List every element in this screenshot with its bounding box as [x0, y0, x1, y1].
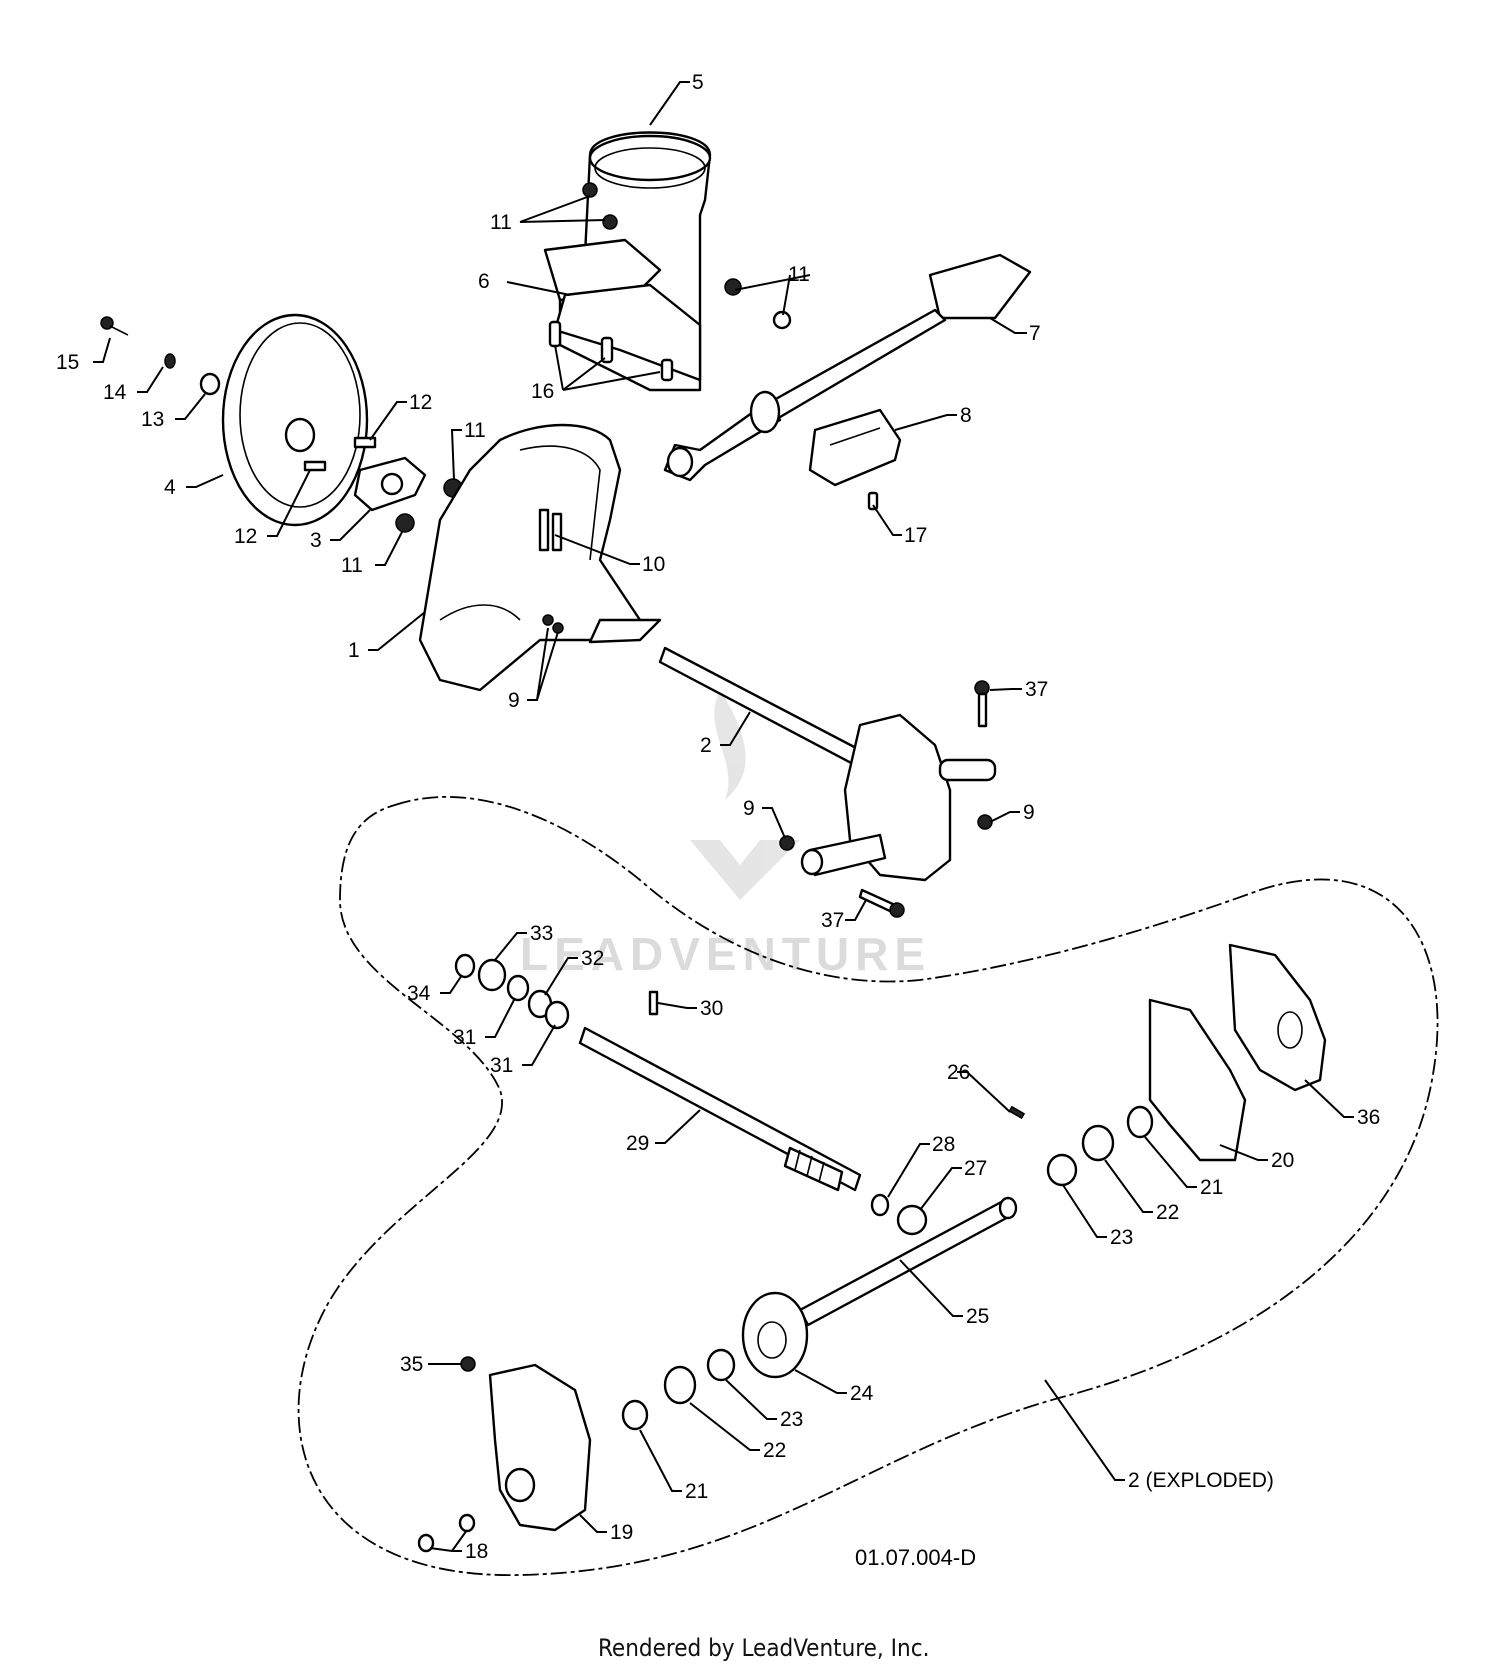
washer-part-31 — [506, 974, 530, 1002]
callout-9-housing: 9 — [508, 689, 520, 712]
chute-collar-part-5 — [543, 131, 712, 392]
diagram-id: 01.07.004-D — [855, 1545, 976, 1570]
callout-1: 1 — [348, 639, 360, 662]
callout-34: 34 — [407, 982, 431, 1005]
gearbox-shaft-part-2 — [658, 646, 997, 882]
housing-half-part-19 — [488, 1363, 592, 1532]
ring-part-34 — [454, 953, 476, 979]
gasket-part-20 — [1148, 998, 1247, 1162]
callout-14: 14 — [103, 381, 127, 404]
callout-23-right: 23 — [1110, 1226, 1133, 1249]
callout-31-b: 31 — [490, 1054, 513, 1077]
pulley-part-4 — [221, 313, 369, 527]
callout-10: 10 — [642, 553, 665, 576]
callout-11-right: 11 — [788, 263, 810, 286]
worm-gear-part-24 — [741, 1291, 809, 1379]
callout-33: 33 — [530, 922, 553, 945]
impeller-housing-part-1 — [418, 423, 662, 692]
callout-21-right: 21 — [1200, 1176, 1223, 1199]
callout-27: 27 — [964, 1157, 987, 1180]
callout-35: 35 — [400, 1353, 423, 1376]
callout-18: 18 — [465, 1540, 488, 1563]
fitting-part-35 — [460, 1356, 476, 1372]
callout-20: 20 — [1271, 1149, 1294, 1172]
callout-6: 6 — [478, 270, 490, 293]
bushing-part-33 — [477, 958, 507, 992]
callout-22-right: 22 — [1156, 1201, 1179, 1224]
nut-part-9 — [779, 835, 795, 851]
key-part-26 — [1008, 1105, 1026, 1120]
callout-29: 29 — [626, 1132, 649, 1155]
exploded-view-boundary — [297, 796, 1439, 1576]
seal-part-21 — [621, 1399, 649, 1431]
footer-credit: Rendered by LeadVenture, Inc. — [598, 1634, 929, 1662]
nut-part-11c — [395, 513, 415, 533]
callout-2: 2 — [700, 734, 712, 757]
callout-15: 15 — [56, 351, 79, 374]
callout-37-top: 37 — [1025, 678, 1048, 701]
pin-part-12 — [353, 436, 377, 449]
bushing-part-22 — [663, 1365, 697, 1405]
callout-32: 32 — [581, 947, 604, 970]
screw-part-18b — [458, 1513, 476, 1533]
callout-7: 7 — [1029, 322, 1041, 345]
callout-26: 26 — [947, 1061, 970, 1084]
callout-21-left: 21 — [685, 1480, 708, 1503]
callout-36: 36 — [1357, 1106, 1380, 1129]
bushing-part-22b — [1081, 1124, 1115, 1162]
callout-24: 24 — [850, 1382, 874, 1405]
callout-11-housing: 11 — [464, 419, 486, 442]
nut-part-14 — [164, 353, 176, 369]
washer-part-23b — [1046, 1153, 1078, 1187]
nut-part-11b — [772, 310, 792, 330]
bearing-flange-part-3 — [353, 456, 427, 512]
nut-part-9b — [977, 814, 993, 830]
callout-19: 19 — [610, 1521, 633, 1544]
chute-crank-part-7 — [663, 253, 1032, 482]
callout-2-exploded: 2 (EXPLODED) — [1128, 1469, 1274, 1492]
callout-13: 13 — [141, 408, 164, 431]
nut-part-11 — [724, 278, 742, 296]
callout-8: 8 — [960, 404, 972, 427]
callout-9-right: 9 — [1023, 801, 1035, 824]
bushing-part-27 — [896, 1204, 928, 1236]
callout-12-top: 12 — [409, 391, 432, 414]
callout-30: 30 — [700, 997, 723, 1020]
bolt-part-37b — [858, 888, 905, 918]
callout-4: 4 — [164, 476, 176, 499]
callout-5: 5 — [692, 71, 704, 94]
bolt-part-16 — [548, 320, 674, 382]
leader-lines — [93, 81, 1354, 1552]
callout-labels: 5 11 6 11 7 8 17 16 15 14 13 4 12 12 3 1… — [56, 71, 1380, 1563]
callout-25: 25 — [966, 1305, 989, 1328]
worm-shaft-part-29 — [578, 1026, 862, 1192]
callout-31-a: 31 — [453, 1026, 476, 1049]
callout-3: 3 — [310, 529, 322, 552]
callout-11-chute: 11 — [490, 211, 512, 234]
callout-22-left: 22 — [763, 1439, 786, 1462]
callout-16: 16 — [531, 380, 554, 403]
washer-part-23 — [706, 1348, 736, 1382]
callout-37-bottom: 37 — [821, 909, 844, 932]
callout-9-left: 9 — [743, 797, 755, 820]
bolt-part-37 — [974, 680, 990, 728]
seal-part-21b — [1126, 1105, 1154, 1139]
callout-23-left: 23 — [780, 1408, 803, 1431]
washer-part-28 — [870, 1193, 890, 1217]
callout-12-bottom: 12 — [234, 525, 257, 548]
screw-part-18 — [417, 1533, 435, 1553]
bolt-part-17 — [867, 491, 879, 511]
washer-part-31b — [544, 1000, 570, 1030]
bracket-part-8 — [808, 408, 902, 487]
bolt-part-15 — [100, 316, 129, 336]
callout-11-lower: 11 — [341, 554, 363, 577]
callout-17: 17 — [904, 524, 927, 547]
key-part-30 — [648, 990, 659, 1016]
housing-half-part-36 — [1228, 943, 1327, 1092]
callout-28: 28 — [932, 1133, 955, 1156]
washer-part-13 — [199, 372, 221, 396]
